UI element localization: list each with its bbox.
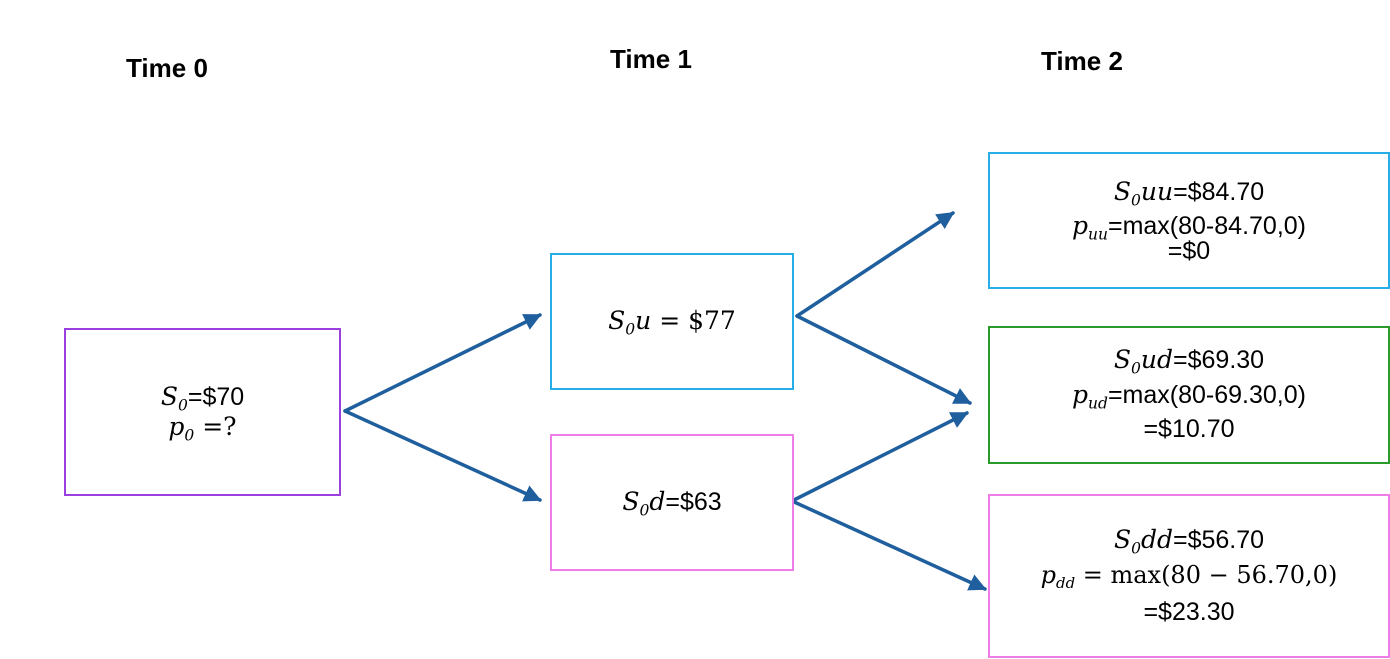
stock-value: =$70: [187, 382, 245, 411]
stock-symbol: S: [608, 306, 626, 336]
node-ud-stock-price: S0ud=$69.30: [1114, 345, 1264, 376]
node-dd-stock-price: S0dd=$56.70: [1114, 525, 1264, 556]
stock-value: =$56.70: [1172, 525, 1265, 554]
stock-value: =$69.30: [1173, 346, 1265, 375]
stock-value: =$63: [665, 488, 722, 517]
node-up-stock-price: S0u = $77: [608, 306, 736, 337]
stock-subscript: 0: [639, 501, 650, 520]
node-time0: S0=$70 p0 =?: [64, 328, 341, 496]
stock-symbol: S: [622, 487, 640, 517]
node-dd-put-formula: pdd = max(80 − 56.70,0): [1040, 561, 1338, 593]
arrow-t0-to-up: [343, 313, 542, 413]
time-1-label: Time 1: [610, 44, 692, 74]
time-0-label: Time 0: [126, 53, 208, 83]
node-ud-put-formula: pud=max(80-69.30,0): [1072, 380, 1306, 411]
put-symbol: p: [1072, 379, 1089, 409]
stock-symbol: S: [1113, 176, 1131, 206]
put-subscript: dd: [1056, 574, 1076, 593]
stock-symbol: S: [160, 381, 178, 411]
stock-subscript: 0: [625, 320, 636, 339]
arrow-down-to-ud: [790, 411, 969, 503]
stock-symbol: S: [1113, 524, 1132, 554]
put-subscript: ud: [1088, 394, 1108, 413]
stock-multiplier: dd: [1140, 524, 1173, 554]
put-symbol: p: [1071, 211, 1088, 241]
node-ud: S0ud=$69.30 pud=max(80-69.30,0) =$10.70: [988, 326, 1390, 464]
time-2-label: Time 2: [1041, 46, 1123, 76]
stock-multiplier: uu: [1140, 176, 1174, 206]
put-formula: =max(80-69.30,0): [1107, 380, 1306, 409]
stock-subscript: 0: [1131, 359, 1141, 378]
stock-multiplier: ud: [1140, 345, 1174, 375]
node-uu: S0uu=$84.70 puu=max(80-84.70,0) =$0: [988, 152, 1390, 289]
stock-subscript: 0: [1130, 191, 1141, 210]
put-symbol: p: [1040, 561, 1057, 590]
stock-symbol: S: [1113, 345, 1132, 375]
put-subscript: 0: [184, 426, 195, 445]
arrow-up-to-uu: [795, 211, 955, 318]
stock-multiplier: u: [635, 306, 652, 336]
stock-subscript: 0: [177, 395, 188, 414]
put-formula: = max(80 − 56.70,0): [1075, 561, 1338, 590]
arrow-down-to-dd: [790, 499, 987, 591]
node-down: S0d=$63: [550, 434, 794, 571]
arrow-t0-to-down: [343, 409, 542, 502]
node-up: S0u = $77: [550, 253, 794, 390]
node-time0-stock-price: S0=$70: [161, 382, 244, 413]
stock-subscript: 0: [1131, 539, 1141, 558]
put-value: =?: [194, 412, 237, 441]
node-uu-stock-price: S0uu=$84.70: [1114, 177, 1264, 208]
stock-value: = $77: [651, 306, 736, 336]
node-uu-put-formula: puu=max(80-84.70,0): [1071, 211, 1306, 242]
stock-value: =$84.70: [1173, 177, 1265, 206]
node-uu-put-result: =$0: [1167, 237, 1211, 266]
arrow-up-to-ud: [795, 314, 972, 405]
node-dd: S0dd=$56.70 pdd = max(80 − 56.70,0) =$23…: [988, 494, 1390, 658]
stock-multiplier: d: [649, 487, 666, 517]
node-time0-put-price: p0 =?: [168, 412, 236, 443]
node-down-stock-price: S0d=$63: [622, 487, 721, 518]
node-dd-put-result: =$23.30: [1143, 597, 1235, 626]
put-subscript: uu: [1088, 225, 1108, 244]
put-formula: =max(80-84.70,0): [1107, 212, 1306, 241]
put-symbol: p: [168, 412, 185, 441]
node-ud-put-result: =$10.70: [1143, 415, 1235, 444]
